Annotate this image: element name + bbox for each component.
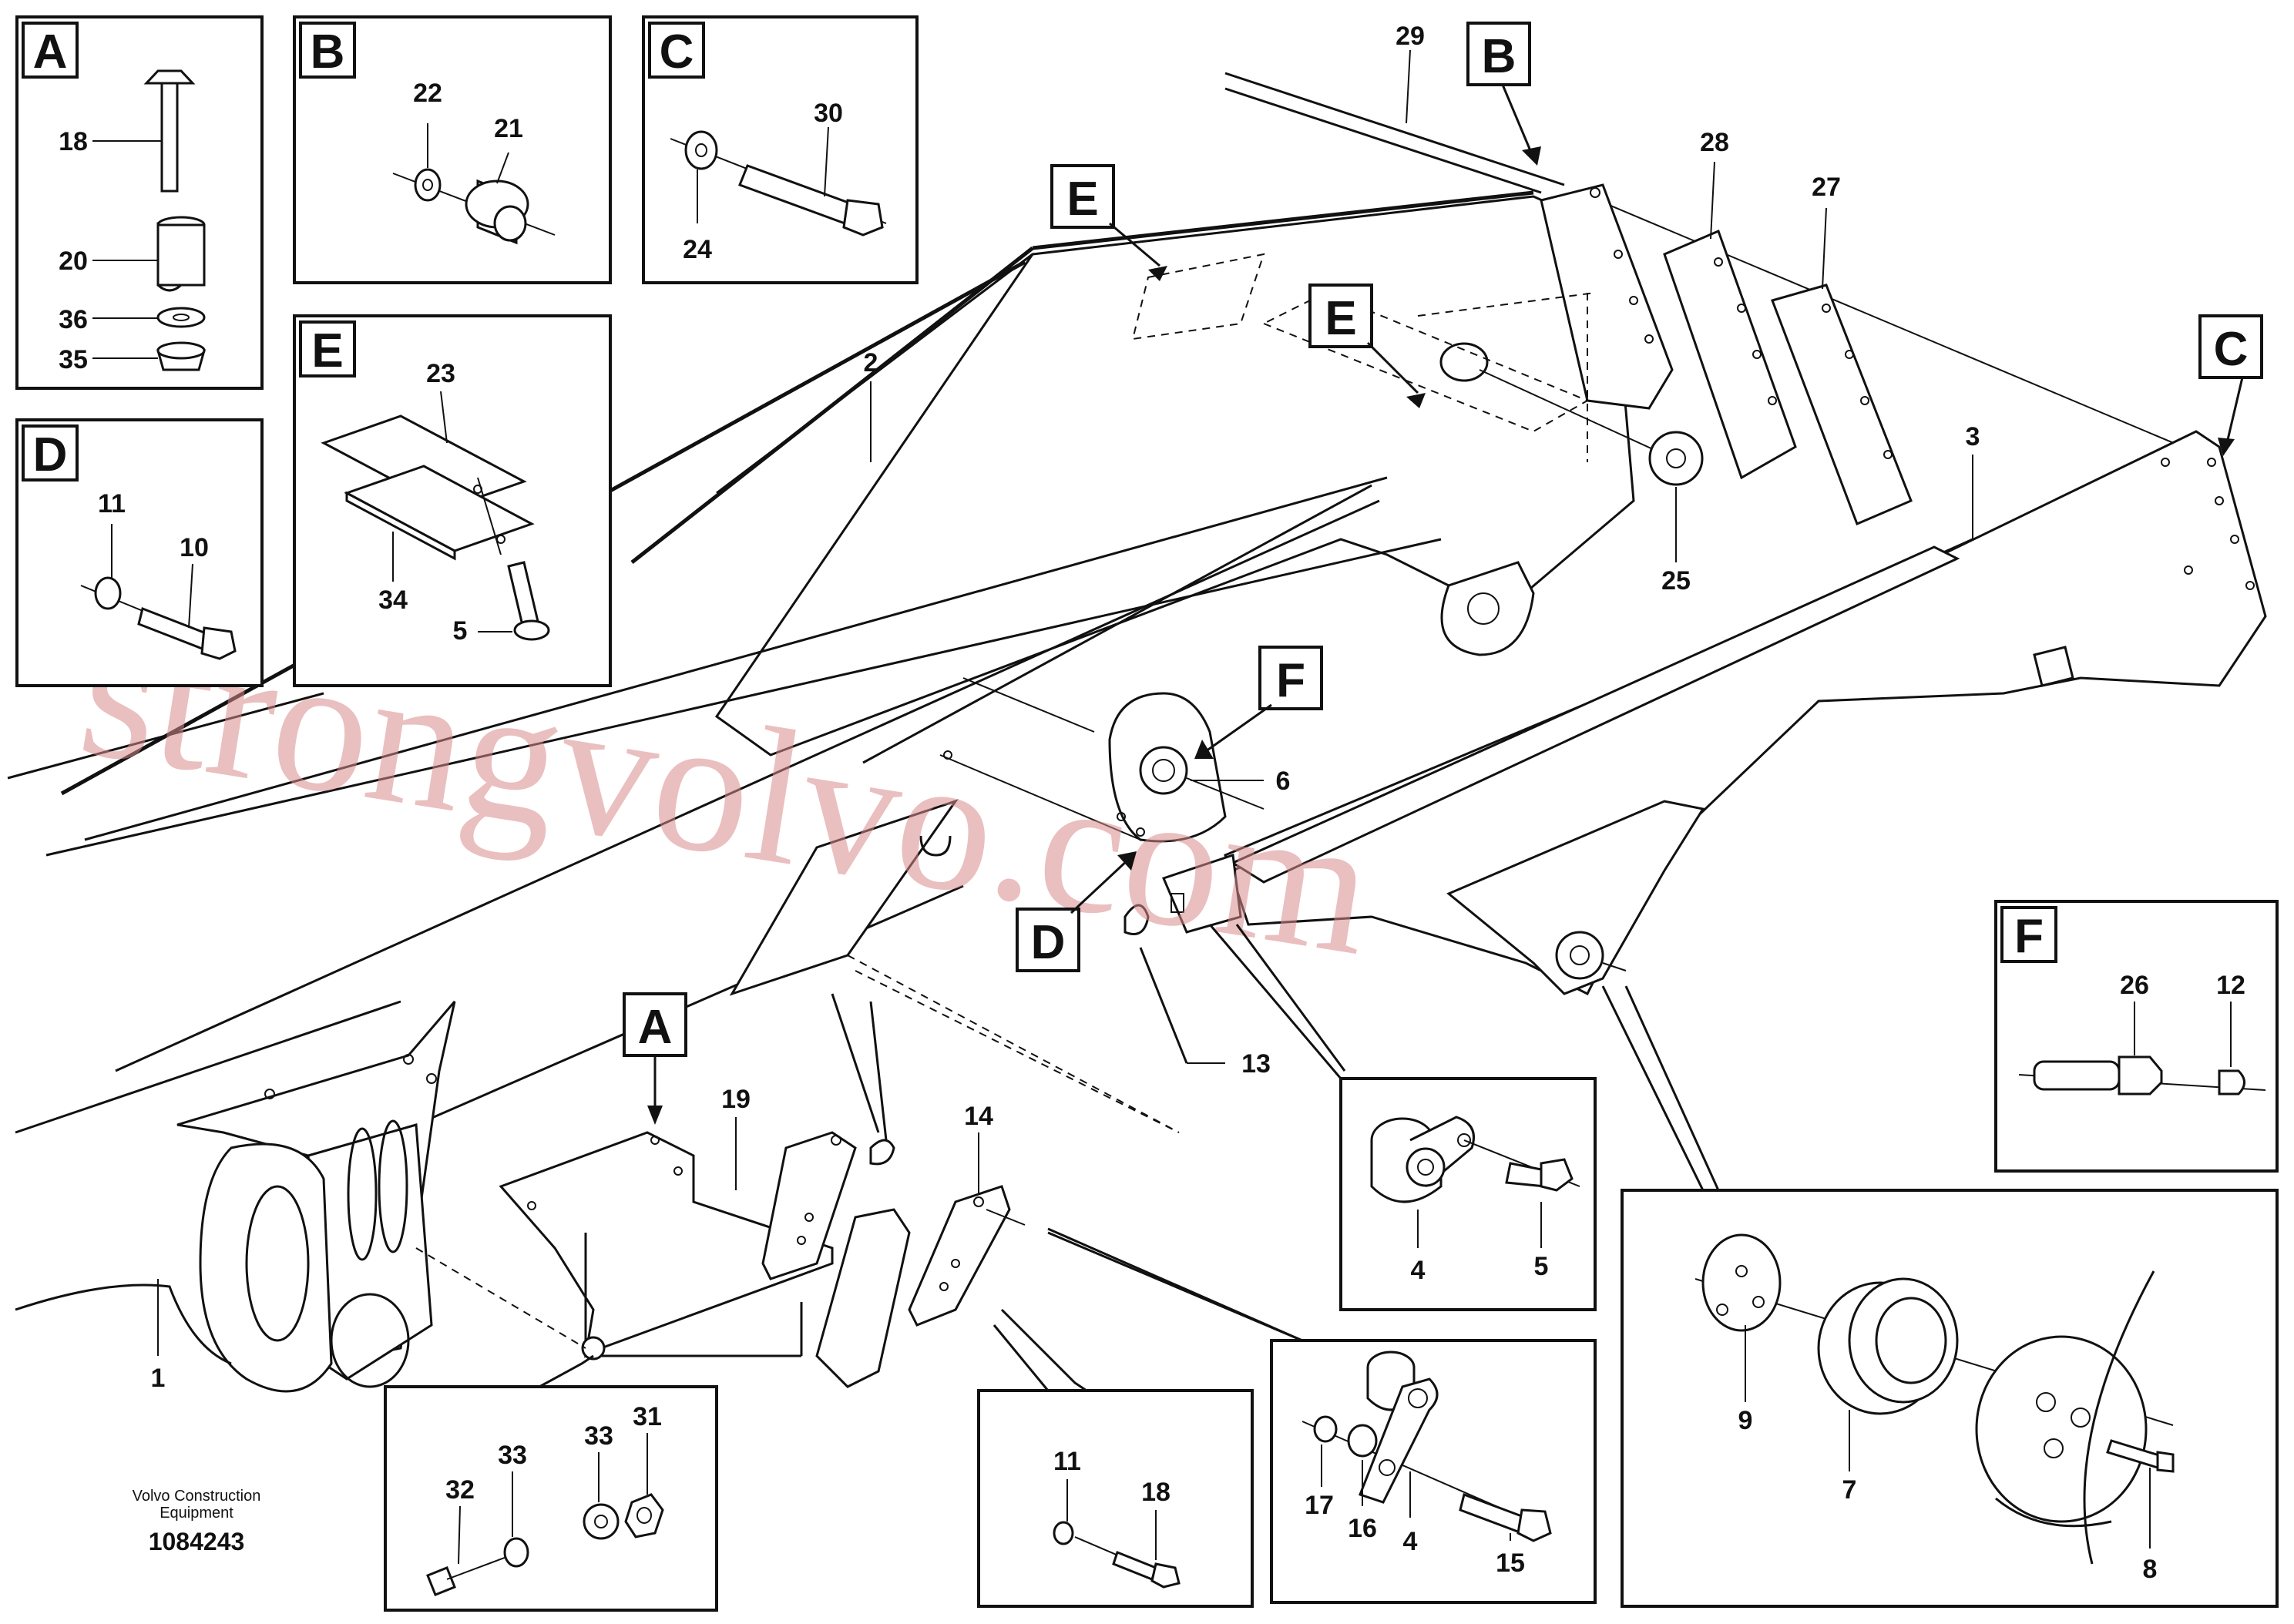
callout-35: 35 bbox=[59, 345, 88, 374]
sub-view-pivot: 4 5 bbox=[1208, 924, 1597, 1311]
callout-18: 18 bbox=[59, 127, 88, 156]
detail-letter-e: E bbox=[311, 324, 343, 377]
view-marker-d: D bbox=[1031, 916, 1066, 969]
view-marker-e-top: E bbox=[1066, 173, 1098, 226]
callout-29: 29 bbox=[1396, 22, 1425, 51]
view-marker-c: C bbox=[2214, 323, 2249, 376]
callout-7: 7 bbox=[1842, 1475, 1857, 1505]
detail-box-f: F 26 12 bbox=[1994, 900, 2279, 1173]
sub-view-bearing: 9 7 8 bbox=[1601, 985, 2279, 1608]
callout-1: 1 bbox=[151, 1364, 166, 1393]
main-callouts: 29 28 27 2 3 25 6 13 19 14 1 bbox=[151, 22, 1980, 1393]
callout-14: 14 bbox=[964, 1102, 993, 1131]
callout-28: 28 bbox=[1700, 128, 1729, 157]
callout-26: 26 bbox=[2120, 971, 2149, 1000]
callout-4-pivot: 4 bbox=[1411, 1256, 1426, 1285]
callout-36: 36 bbox=[59, 305, 88, 334]
callout-27: 27 bbox=[1812, 173, 1841, 202]
callout-13: 13 bbox=[1241, 1049, 1271, 1079]
detail-box-c: C 30 24 bbox=[642, 15, 919, 284]
sub-view-hardware-left: 32 33 33 31 bbox=[384, 1247, 718, 1612]
detail-letter-b: B bbox=[311, 25, 345, 79]
callout-6: 6 bbox=[1276, 767, 1291, 796]
watermark: strongvolvo.com bbox=[68, 582, 1385, 996]
drawing-id: 1084243 bbox=[149, 1528, 245, 1555]
detail-letter-d: D bbox=[33, 428, 68, 481]
detail-box-d: D 11 10 bbox=[15, 418, 264, 687]
main-frame-assembly bbox=[7, 72, 2267, 1393]
callout-2: 2 bbox=[864, 348, 878, 377]
callout-33-b: 33 bbox=[584, 1421, 613, 1451]
callout-24: 24 bbox=[683, 235, 712, 264]
callout-9: 9 bbox=[1738, 1406, 1753, 1435]
callout-12: 12 bbox=[2216, 971, 2245, 1000]
callout-15: 15 bbox=[1496, 1549, 1525, 1578]
callout-11: 11 bbox=[98, 489, 126, 518]
sub-view-hardware-mid: 11 18 bbox=[977, 1308, 1254, 1608]
callout-16: 16 bbox=[1348, 1514, 1377, 1543]
callout-33-a: 33 bbox=[498, 1441, 527, 1470]
detail-box-a: A 18 20 36 35 bbox=[15, 15, 264, 390]
callout-18-mid: 18 bbox=[1141, 1478, 1171, 1507]
detail-letter-f: F bbox=[2014, 910, 2044, 963]
sub-view-linkage: 17 16 4 15 bbox=[1047, 1227, 1597, 1604]
detail-box-e: E 23 34 5 bbox=[293, 314, 612, 687]
detail-letter-c: C bbox=[660, 25, 694, 79]
callout-31: 31 bbox=[633, 1402, 662, 1431]
callout-32: 32 bbox=[445, 1475, 475, 1505]
callout-23: 23 bbox=[426, 359, 455, 388]
view-markers: B C E E F D A bbox=[623, 22, 2263, 1125]
callout-3: 3 bbox=[1966, 422, 1980, 451]
callout-22: 22 bbox=[413, 79, 442, 108]
view-marker-e-mid: E bbox=[1325, 292, 1356, 345]
callout-30: 30 bbox=[814, 99, 843, 128]
detail-letter-a: A bbox=[33, 25, 68, 79]
view-marker-a: A bbox=[638, 1001, 673, 1054]
callout-20: 20 bbox=[59, 247, 88, 276]
callout-10: 10 bbox=[180, 533, 209, 562]
callout-25: 25 bbox=[1661, 566, 1691, 596]
callout-17: 17 bbox=[1305, 1491, 1334, 1520]
callout-19: 19 bbox=[721, 1085, 751, 1114]
callout-21: 21 bbox=[494, 114, 523, 143]
brand-line-1: Volvo Construction bbox=[133, 1488, 261, 1505]
callout-34: 34 bbox=[378, 586, 408, 615]
footer: Volvo Construction Equipment 1084243 bbox=[133, 1488, 261, 1555]
callout-5: 5 bbox=[453, 616, 468, 646]
view-marker-b: B bbox=[1482, 30, 1516, 83]
callout-8: 8 bbox=[2143, 1555, 2158, 1584]
callout-11-mid: 11 bbox=[1053, 1447, 1081, 1476]
callout-5-pivot: 5 bbox=[1534, 1252, 1549, 1281]
view-marker-f: F bbox=[1276, 654, 1305, 707]
callout-4-linkage: 4 bbox=[1403, 1527, 1418, 1556]
detail-box-b: B 22 21 bbox=[293, 15, 612, 284]
brand-line-2: Equipment bbox=[160, 1505, 233, 1522]
